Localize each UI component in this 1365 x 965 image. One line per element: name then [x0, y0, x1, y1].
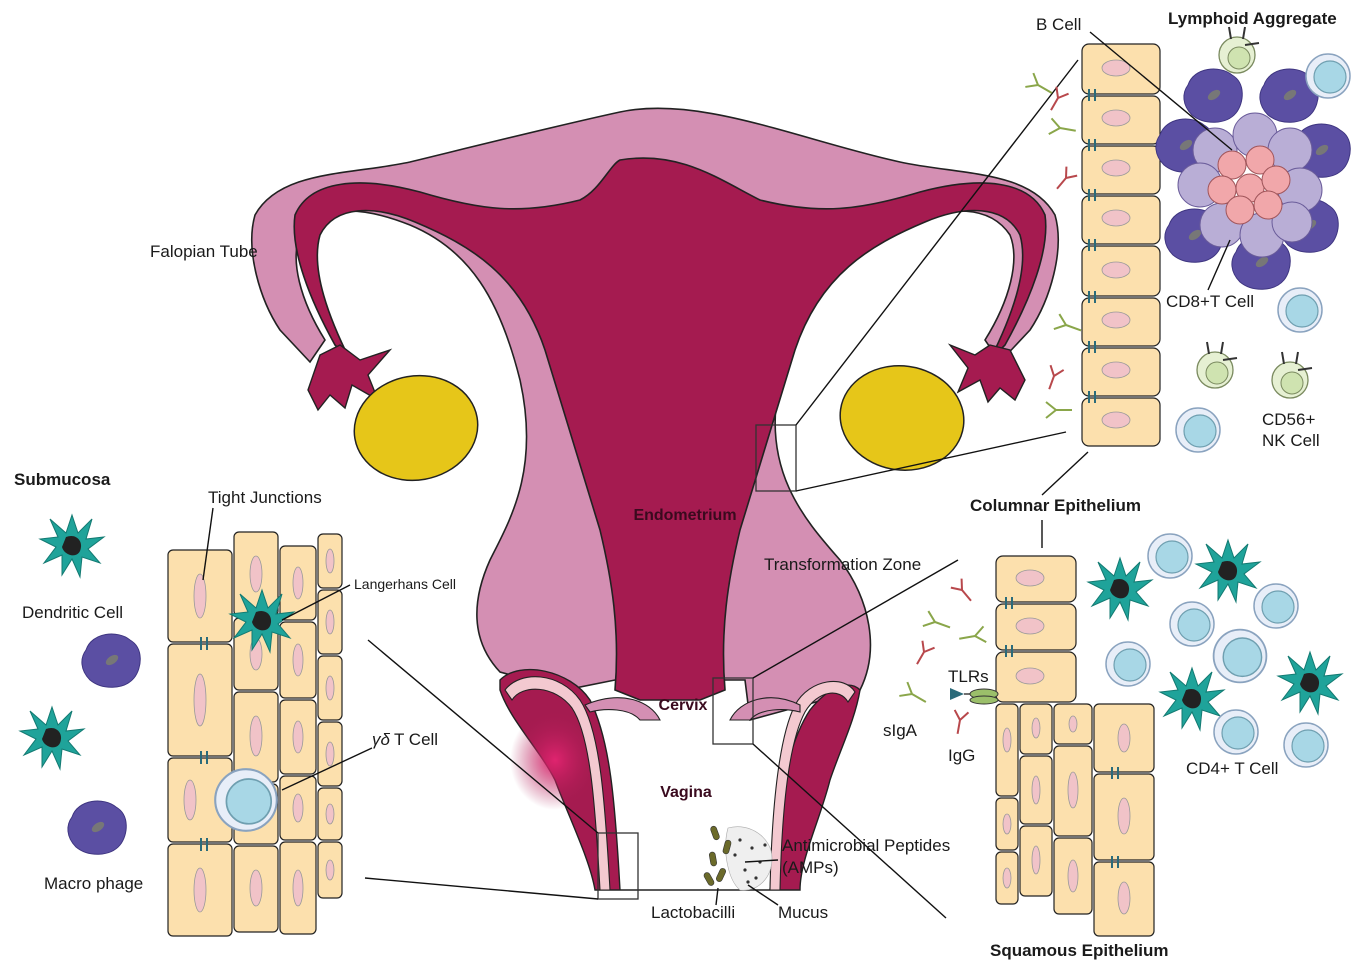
gd-t-cell [215, 769, 277, 831]
nk-cell-1 [1219, 27, 1259, 73]
squamous-cells [996, 704, 1154, 936]
label-macro-phage: Macro phage [44, 874, 143, 893]
t-cell-9 [1214, 710, 1258, 754]
label-gd-symbol: γδ [372, 730, 391, 749]
dendritic-cell-5 [1160, 668, 1224, 730]
right-bottom-panel [899, 534, 1342, 936]
dendritic-cell-3 [1088, 558, 1152, 620]
t-cell-7 [1106, 642, 1150, 686]
label-amps-line1: Antimicrobial Peptides [782, 836, 950, 855]
label-langerhans-cell: Langerhans Cell [354, 576, 456, 592]
submucosa-cells [20, 515, 140, 854]
label-submucosa: Submucosa [14, 470, 111, 489]
label-gd-t-cell: T Cell [394, 730, 438, 749]
label-vagina: Vagina [660, 784, 712, 801]
mucus-dots [726, 827, 772, 890]
label-tight-junctions: Tight Junctions [208, 488, 322, 507]
t-cell-4 [1148, 534, 1192, 578]
label-cd8-t-cell: CD8+T Cell [1166, 292, 1254, 311]
dendritic-cell-2 [20, 707, 84, 769]
t-cell-2 [1278, 288, 1322, 332]
label-cd4-t-cell: CD4+ T Cell [1186, 759, 1278, 778]
dendritic-cell-6 [1278, 652, 1342, 714]
antibodies-bottom [899, 579, 986, 735]
nk-cell-2 [1197, 342, 1237, 388]
label-falopian-tube: Falopian Tube [150, 242, 258, 261]
label-cd56-line1: CD56+ [1262, 410, 1315, 429]
macrophage-1 [82, 634, 140, 687]
label-lactobacilli: Lactobacilli [651, 903, 735, 922]
t-cell-5 [1254, 584, 1298, 628]
label-cd56-line2: NK Cell [1262, 431, 1320, 450]
tlr-receptor [950, 688, 998, 704]
label-mucus: Mucus [778, 903, 828, 922]
dendritic-cell-4 [1196, 540, 1260, 602]
label-transformation-zone: Transformation Zone [764, 555, 921, 574]
label-siga: sIgA [883, 721, 918, 740]
label-lymphoid-aggregate: Lymphoid Aggregate [1168, 9, 1337, 28]
t-cell-6 [1170, 602, 1214, 646]
label-amps-line2: (AMPs) [782, 858, 839, 877]
ovary-right [833, 358, 970, 478]
label-squamous-epithelium: Squamous Epithelium [990, 941, 1169, 960]
macrophage-2 [68, 801, 126, 854]
label-cervix: Cervix [659, 697, 708, 714]
label-dendritic-cell: Dendritic Cell [22, 603, 123, 622]
label-b-cell: B Cell [1036, 15, 1081, 34]
t-cell-1 [1306, 54, 1350, 98]
label-igg: IgG [948, 746, 975, 765]
t-cell-8 [1214, 630, 1267, 683]
nk-cell-3 [1272, 352, 1312, 398]
label-columnar-epithelium: Columnar Epithelium [970, 496, 1141, 515]
fimbriae-right [950, 345, 1025, 402]
uterus: Endometrium Cervix Vagina [252, 108, 1058, 905]
t-cell-10 [1284, 723, 1328, 767]
left-tissue-panel [168, 508, 372, 936]
label-tlrs: TLRs [948, 667, 989, 686]
label-endometrium: Endometrium [633, 507, 736, 524]
right-top-panel [1025, 27, 1350, 452]
dendritic-cell-1 [40, 515, 104, 577]
lymphoid-aggregate [1156, 69, 1350, 289]
t-cell-3 [1176, 408, 1220, 452]
